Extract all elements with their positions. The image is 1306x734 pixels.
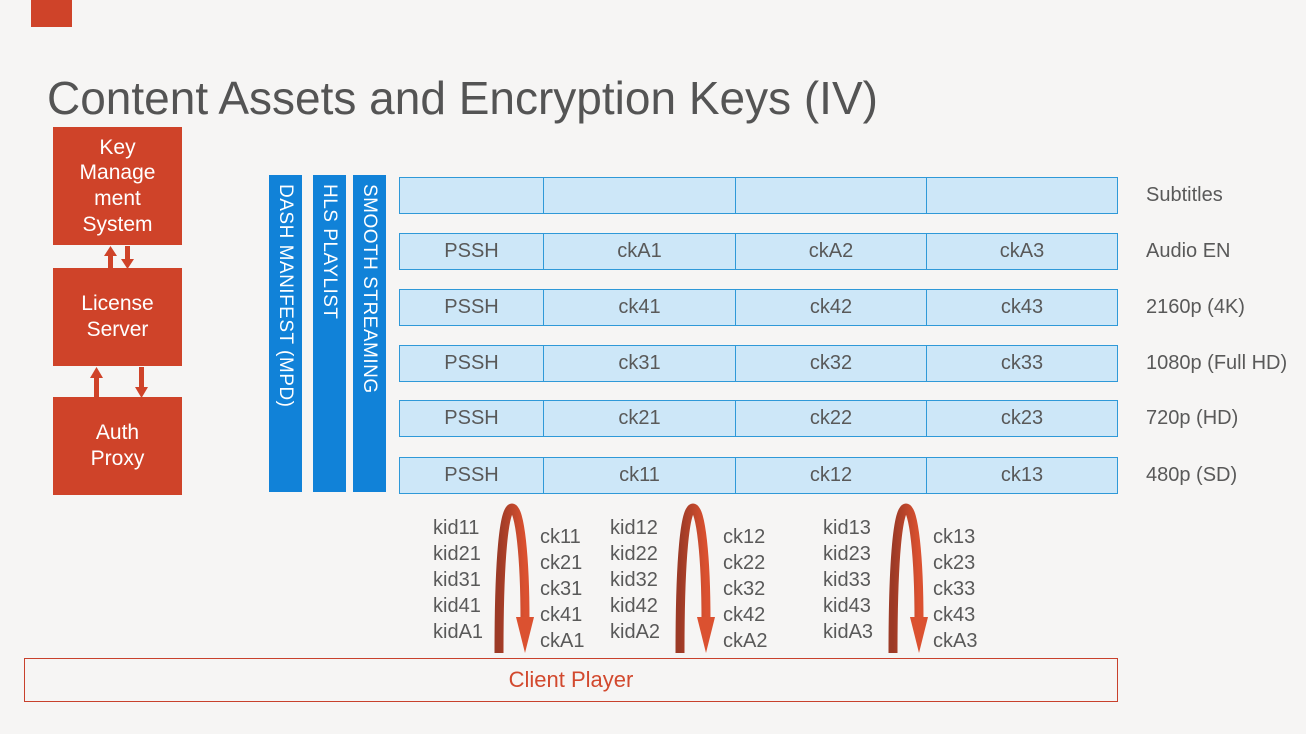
content-key-cell: ck43 <box>926 290 1117 325</box>
key-mapping-arrow-icon <box>886 503 928 660</box>
key-mapping-arrow-icon <box>673 503 715 660</box>
asset-cell <box>735 178 926 213</box>
row-label-audio-en: Audio EN <box>1146 240 1231 262</box>
arrow-up-icon <box>103 246 118 269</box>
content-key-cell: ck11 <box>543 458 735 493</box>
content-key-cell: ck31 <box>543 346 735 381</box>
ck-list-1: ck11 ck21 ck31 ck41 ckA1 <box>540 526 585 652</box>
row-label-480p: 480p (SD) <box>1146 464 1238 486</box>
content-key-cell: ck12 <box>735 458 926 493</box>
content-key-cell: ck13 <box>926 458 1117 493</box>
key-mapping-arrow-icon <box>492 503 534 660</box>
asset-row-720p: PSSH ck21 ck22 ck23 720p (HD) <box>399 400 1238 437</box>
content-key-cell: ckA1 <box>543 234 735 269</box>
row-label-1080p: 1080p (Full HD) <box>1146 352 1288 374</box>
row-label-2160p: 2160p (4K) <box>1146 296 1245 318</box>
license-server-box: License Server <box>53 268 182 366</box>
slide-title: Content Assets and Encryption Keys (IV) <box>47 71 878 124</box>
kid-list-3: kid13 kid23 kid33 kid43 kidA3 <box>823 517 874 643</box>
content-key-cell: ck33 <box>926 346 1117 381</box>
asset-cell <box>926 178 1117 213</box>
pssh-cell: PSSH <box>444 296 499 318</box>
asset-row-subtitles: Subtitles <box>399 177 1223 214</box>
pssh-cell: PSSH <box>444 352 499 374</box>
kid-list-1: kid11 kid21 kid31 kid41 kidA1 <box>433 517 484 643</box>
smooth-streaming-bar: SMOOTH STREAMING <box>353 175 386 492</box>
client-player-label: Client Player <box>508 667 634 692</box>
content-key-cell: ckA2 <box>735 234 926 269</box>
asset-row-2160p: PSSH ck41 ck42 ck43 2160p (4K) <box>399 289 1245 326</box>
content-key-cell: ck42 <box>735 290 926 325</box>
pssh-cell: PSSH <box>444 407 499 429</box>
slide-accent-bar <box>31 0 72 27</box>
content-key-cell: ck32 <box>735 346 926 381</box>
key-management-system-label: Key Manage ment System <box>79 135 156 236</box>
arrow-up-icon <box>89 367 104 398</box>
content-key-cell: ck23 <box>926 401 1117 436</box>
client-player-box: Client Player <box>24 658 1118 702</box>
row-label-720p: 720p (HD) <box>1146 407 1239 429</box>
arrow-down-icon <box>120 246 135 269</box>
content-key-cell: ck21 <box>543 401 735 436</box>
kid-list-2: kid12 kid22 kid32 kid42 kidA2 <box>610 517 661 643</box>
content-key-cell: ckA3 <box>926 234 1117 269</box>
pssh-cell: PSSH <box>444 464 499 486</box>
dash-manifest-bar: DASH MANIFEST (MPD) <box>269 175 302 492</box>
auth-proxy-label: Auth Proxy <box>90 421 145 470</box>
license-server-label: License Server <box>81 292 154 341</box>
asset-cell <box>400 178 543 213</box>
content-key-cell: ck22 <box>735 401 926 436</box>
hls-playlist-bar: HLS PLAYLIST <box>313 175 346 492</box>
auth-proxy-box: Auth Proxy <box>53 397 182 495</box>
ck-list-2: ck12 ck22 ck32 ck42 ckA2 <box>723 526 768 652</box>
asset-cell <box>543 178 735 213</box>
arrow-down-icon <box>134 367 149 398</box>
pssh-cell: PSSH <box>444 240 499 262</box>
asset-row-480p: PSSH ck11 ck12 ck13 480p (SD) <box>399 457 1237 494</box>
key-management-system-box: Key Manage ment System <box>53 127 182 245</box>
content-key-cell: ck41 <box>543 290 735 325</box>
row-label-subtitles: Subtitles <box>1146 184 1223 206</box>
asset-row-1080p: PSSH ck31 ck32 ck33 1080p (Full HD) <box>399 345 1287 382</box>
asset-row-audio-en: PSSH ckA1 ckA2 ckA3 Audio EN <box>399 233 1231 270</box>
ck-list-3: ck13 ck23 ck33 ck43 ckA3 <box>933 526 978 652</box>
